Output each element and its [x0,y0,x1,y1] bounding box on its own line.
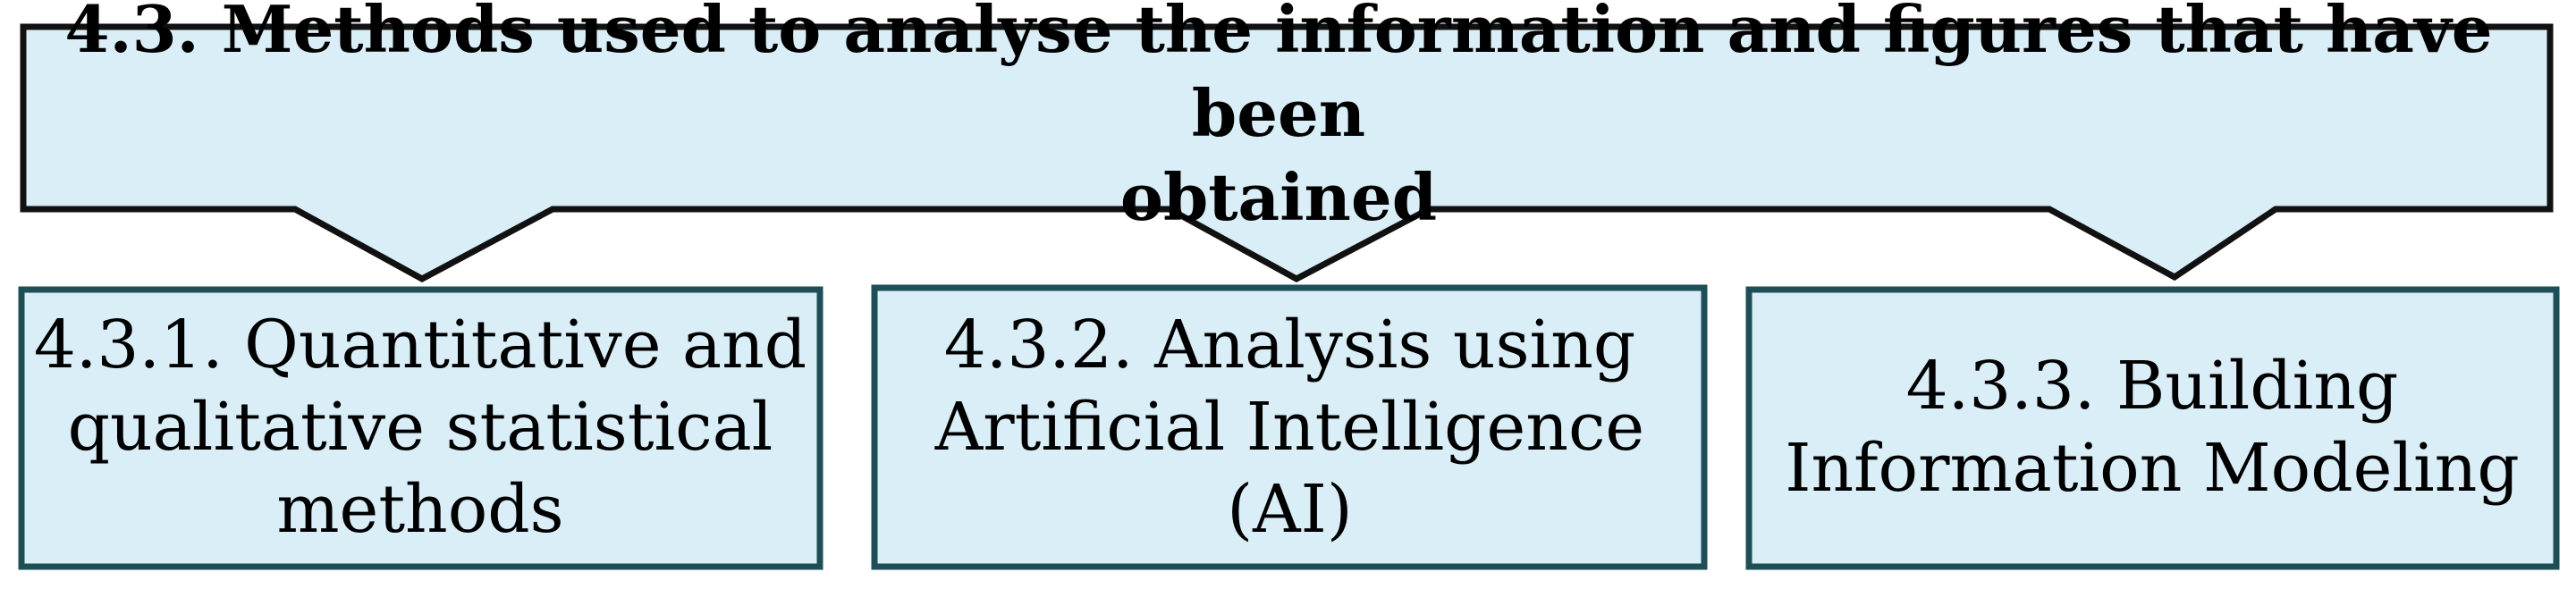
child-label-quantitative: 4.3.1. Quantitative and qualitative stat… [27,293,814,561]
main-heading-line-1: 4.3. Methods used to analyse the informa… [64,0,2493,151]
child-1-line-1: 4.3.1. Quantitative and [33,307,807,383]
child-3-line-1: 4.3.3. Building [1905,348,2399,425]
child-label-bim: 4.3.3. Building Information Modeling [1754,293,2550,561]
child-box-quantitative [18,286,823,570]
main-heading: 4.3. Methods used to analyse the informa… [36,0,2521,235]
child-2-line-1: 4.3.2. Analysis using [943,307,1636,383]
child-1-line-3: methods [276,471,564,548]
main-callout-shape [20,23,2554,282]
child-box-ai [871,284,1708,570]
child-box-bim [1745,286,2560,570]
child-1-line-2: qualitative statistical [67,389,773,466]
main-heading-line-2: obtained [1119,159,1438,235]
child-2-line-2: Artificial Intelligence (AI) [934,389,1645,548]
child-3-line-2: Information Modeling [1785,430,2520,507]
child-label-ai: 4.3.2. Analysis using Artificial Intelli… [881,293,1699,561]
